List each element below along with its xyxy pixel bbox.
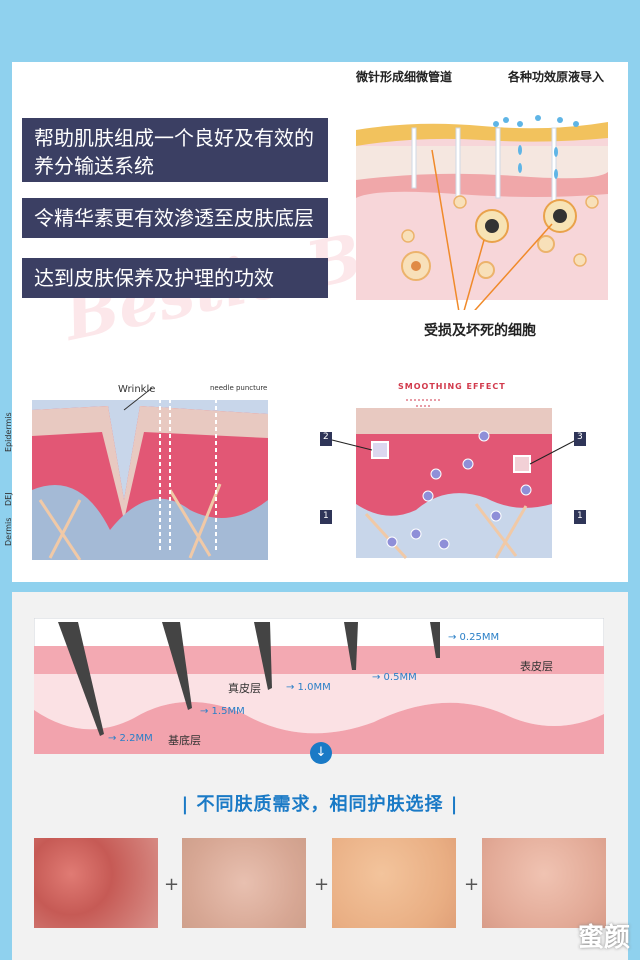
depth-label-0-25mm: → 0.25MM xyxy=(448,632,500,643)
plus-sign-2: + xyxy=(314,874,330,895)
label-micro-channels: 微针形成细微管道 xyxy=(356,70,453,84)
depth-label-2-2mm: → 2.2MM xyxy=(108,733,153,744)
skin-sample-4 xyxy=(482,838,606,928)
headline-1-line2: 养分输送系统 xyxy=(34,154,154,178)
skin-sample-1 xyxy=(34,838,158,928)
smoothing-skin-diagram xyxy=(320,399,586,560)
marker-3: 3 xyxy=(577,432,583,442)
needle-depth-diagram xyxy=(34,618,604,754)
skin-sample-2 xyxy=(182,838,306,928)
dermis-label: 真皮层 xyxy=(228,682,261,695)
brand-logo: 蜜颜 xyxy=(577,923,630,953)
tagline: | 不同肤质需求，相同护肤选择 | xyxy=(181,794,459,815)
headline-1-line1: 帮助肌肤组成一个良好及有效的 xyxy=(34,126,314,150)
needle-puncture-label: needle puncture xyxy=(210,384,268,392)
headline-2: 令精华素更有效渗透至皮肤底层 xyxy=(22,198,328,238)
marker-2: 2 xyxy=(323,432,329,442)
layer-label-epidermis: Epidermis xyxy=(4,412,13,452)
depth-label-1-5mm: → 1.5MM xyxy=(200,706,245,717)
plus-sign-3: + xyxy=(464,874,480,895)
skin-sample-3 xyxy=(332,838,456,928)
smoothing-effect-title: SMOOTHING EFFECT xyxy=(398,382,506,391)
depth-label-1-0mm: → 1.0MM xyxy=(286,682,331,693)
layer-label-dej: DEJ xyxy=(4,492,13,506)
depth-label-0-5mm: → 0.5MM xyxy=(372,672,417,683)
layer-label-dermis: Dermis xyxy=(4,517,13,546)
marker-1-right: 1 xyxy=(577,511,583,521)
base-layer-label: 基底层 xyxy=(168,734,201,747)
headline-1: 帮助肌肤组成一个良好及有效的 养分输送系统 xyxy=(22,118,328,182)
label-damaged-cells: 受损及坏死的细胞 xyxy=(424,323,536,339)
marker-1-left: 1 xyxy=(323,511,329,521)
down-arrow-icon: ↓ xyxy=(310,742,332,764)
epidermis-label: 表皮层 xyxy=(520,660,553,673)
headline-3: 达到皮肤保养及护理的功效 xyxy=(22,258,328,298)
wrinkle-skin-diagram xyxy=(20,387,268,560)
wrinkle-label: Wrinkle xyxy=(118,384,156,395)
micro-channel-diagram xyxy=(356,115,608,310)
plus-sign-1: + xyxy=(164,874,180,895)
label-serum-import: 各种功效原液导入 xyxy=(508,70,605,84)
